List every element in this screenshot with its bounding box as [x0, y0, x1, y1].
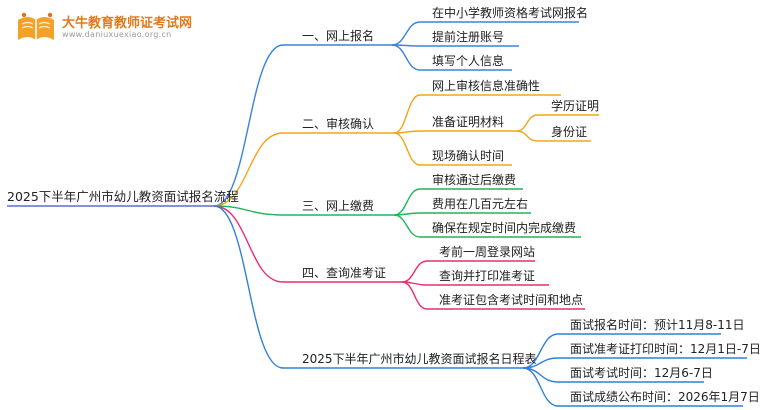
connector-branch-1-item-1: [391, 21, 421, 46]
branch-4-item-2[interactable]: 查询并打印准考证: [439, 268, 535, 284]
connector-branch-3-item-3: [393, 214, 421, 238]
branch-4-item-1-label: 考前一周登录网站: [439, 245, 536, 259]
connector-branch-2-item-1: [393, 94, 421, 134]
branch-5-item-2[interactable]: 面试准考证打印时间：12月1日-7日: [570, 341, 761, 357]
branch-2-item-2-sub-2[interactable]: 身份证: [551, 124, 587, 140]
connector-subitem-1: [516, 114, 538, 132]
branch-2-item-1[interactable]: 网上审核信息准确性: [432, 78, 540, 94]
connector-branch-4-item-1: [401, 260, 428, 283]
branch-2-item-2-sub-2-label: 身份证: [551, 125, 588, 139]
branch-3-label: 三、网上缴费: [302, 199, 375, 213]
connector-branch-1: [213, 44, 284, 207]
branch-5-item-1[interactable]: 面试报名时间：预计11月8-11日: [570, 317, 745, 333]
branch-2-item-2-label: 准备证明材料: [432, 115, 505, 129]
connector-branch-4-item-3: [401, 281, 428, 310]
branch-2-item-2-sub-1[interactable]: 学历证明: [551, 98, 599, 114]
branch-4-item-3[interactable]: 准考证包含考试时间和地点: [439, 292, 583, 308]
branch-1-item-3-label: 填写个人信息: [432, 54, 505, 68]
branch-1-label: 一、网上报名: [302, 29, 375, 43]
root-topic[interactable]: 2025下半年广州市幼儿教资面试报名流程: [7, 189, 239, 205]
logo-url: www.daniuxuexiao.org.cn: [62, 30, 172, 39]
connector-branch-2-item-3: [393, 132, 421, 166]
branch-1[interactable]: 一、网上报名: [302, 28, 374, 44]
branch-2[interactable]: 二、审核确认: [302, 116, 374, 132]
branch-5-label: 2025下半年广州市幼儿教资面试报名日程表: [302, 352, 537, 366]
branch-3-item-3-label: 确保在规定时间内完成缴费: [432, 221, 577, 235]
branch-1-item-2[interactable]: 提前注册账号: [432, 29, 504, 45]
branch-3-item-2[interactable]: 费用在几百元左右: [432, 196, 528, 212]
connector-branch-5-item-4: [522, 367, 559, 407]
branch-4[interactable]: 四、查询准考证: [302, 265, 386, 281]
branch-4-item-3-label: 准考证包含考试时间和地点: [439, 293, 584, 307]
branch-1-item-2-label: 提前注册账号: [432, 30, 505, 44]
book-logo-icon: [18, 12, 54, 40]
branch-2-item-1-label: 网上审核信息准确性: [432, 79, 541, 93]
connector-branch-4: [213, 205, 284, 283]
branch-5-item-4[interactable]: 面试成绩公布时间：2026年1月7日: [570, 389, 760, 405]
branch-3-item-1-label: 审核通过后缴费: [432, 173, 517, 187]
logo-title: 大牛教育教师证考试网: [62, 16, 193, 31]
branch-1-item-1-label: 在中小学教师资格考试网报名: [432, 6, 589, 20]
branch-5[interactable]: 2025下半年广州市幼儿教资面试报名日程表: [302, 351, 537, 367]
branch-3-item-3[interactable]: 确保在规定时间内完成缴费: [432, 220, 576, 236]
connector-branch-1-item-3: [391, 44, 421, 71]
branch-5-item-1-label: 面试报名时间：预计11月8-11日: [570, 318, 745, 332]
branch-5-item-2-label: 面试准考证打印时间：12月1日-7日: [570, 342, 761, 356]
connector-subitem-2: [516, 130, 538, 142]
branch-2-item-3[interactable]: 现场确认时间: [432, 148, 504, 164]
branch-4-label: 四、查询准考证: [302, 266, 387, 280]
site-logo[interactable]: 大牛教育教师证考试网 www.daniuxuexiao.org.cn: [14, 8, 194, 48]
branch-3[interactable]: 三、网上缴费: [302, 198, 374, 214]
branch-3-item-1[interactable]: 审核通过后缴费: [432, 172, 516, 188]
branch-5-item-3-label: 面试考试时间：12月6-7日: [570, 366, 713, 380]
branch-1-item-1[interactable]: 在中小学教师资格考试网报名: [432, 5, 588, 21]
branch-4-item-2-label: 查询并打印准考证: [439, 269, 536, 283]
branch-3-item-2-label: 费用在几百元左右: [432, 197, 529, 211]
branch-5-item-4-label: 面试成绩公布时间：2026年1月7日: [570, 390, 760, 404]
branch-2-item-2-sub-1-label: 学历证明: [551, 99, 600, 113]
root-topic-label: 2025下半年广州市幼儿教资面试报名流程: [7, 189, 239, 204]
branch-2-label: 二、审核确认: [302, 117, 375, 131]
connector-branch-2: [213, 132, 284, 207]
connector-branch-5: [213, 205, 284, 369]
branch-2-item-2[interactable]: 准备证明材料: [432, 114, 504, 130]
connector-branch-3: [213, 205, 284, 216]
branch-5-item-3[interactable]: 面试考试时间：12月6-7日: [570, 365, 713, 381]
branch-4-item-1[interactable]: 考前一周登录网站: [439, 244, 535, 260]
branch-1-item-3[interactable]: 填写个人信息: [432, 53, 504, 69]
connector-branch-3-item-1: [393, 188, 421, 216]
branch-2-item-3-label: 现场确认时间: [432, 149, 505, 163]
